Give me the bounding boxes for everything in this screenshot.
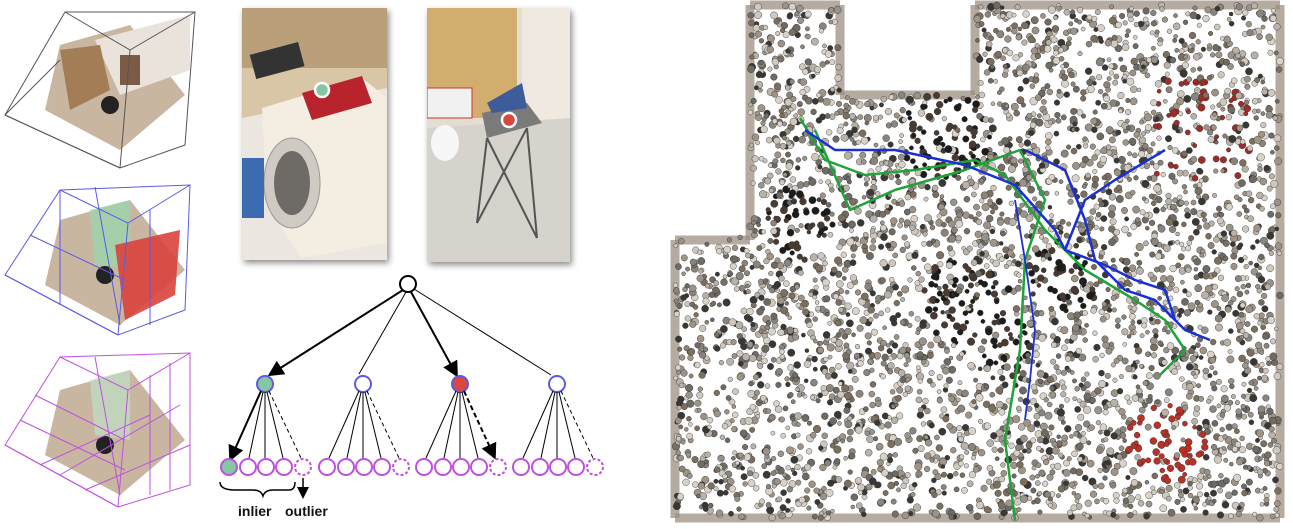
leaf-group-2 [318, 458, 410, 476]
leaf-group-1 [220, 458, 312, 476]
photo-washing-machine [242, 8, 387, 260]
photo-ironing-board [427, 8, 570, 262]
scene-level-3 [0, 345, 210, 515]
edges-group-4 [522, 390, 594, 459]
edges-group-1 [228, 390, 302, 462]
leaf-group-3 [415, 458, 507, 476]
edge-root-blue2 [413, 288, 552, 376]
tree-node-green [256, 375, 274, 393]
inlier-label: inlier [238, 503, 272, 519]
scene-level-2 [0, 175, 210, 345]
edge-root-blue1 [358, 291, 407, 375]
scene-level-2-render [4, 184, 191, 336]
edges-group-2 [328, 390, 400, 459]
tree-root-node [399, 275, 417, 293]
edge-root-red [410, 291, 458, 378]
scene-level-3-render [4, 352, 191, 508]
point-cloud-render [670, 0, 1285, 523]
hierarchy-tree [219, 275, 604, 499]
edges-group-3 [425, 390, 497, 460]
tree-node-blue-2 [548, 375, 566, 393]
tree-node-red [451, 375, 469, 393]
outlier-label: outlier [285, 503, 328, 519]
tree-node-blue-1 [354, 375, 372, 393]
leaf-group-4 [512, 458, 604, 476]
photo-marker-red [500, 111, 518, 129]
ironing-board-image [427, 8, 570, 262]
inlier-brace [219, 481, 296, 499]
washing-machine-image [242, 8, 387, 260]
edge-root-green [267, 289, 404, 377]
photo-marker-green [313, 81, 331, 99]
scene-level-1-render [4, 11, 196, 169]
scene-level-1 [0, 0, 210, 175]
point-cloud-map [665, 0, 1293, 524]
